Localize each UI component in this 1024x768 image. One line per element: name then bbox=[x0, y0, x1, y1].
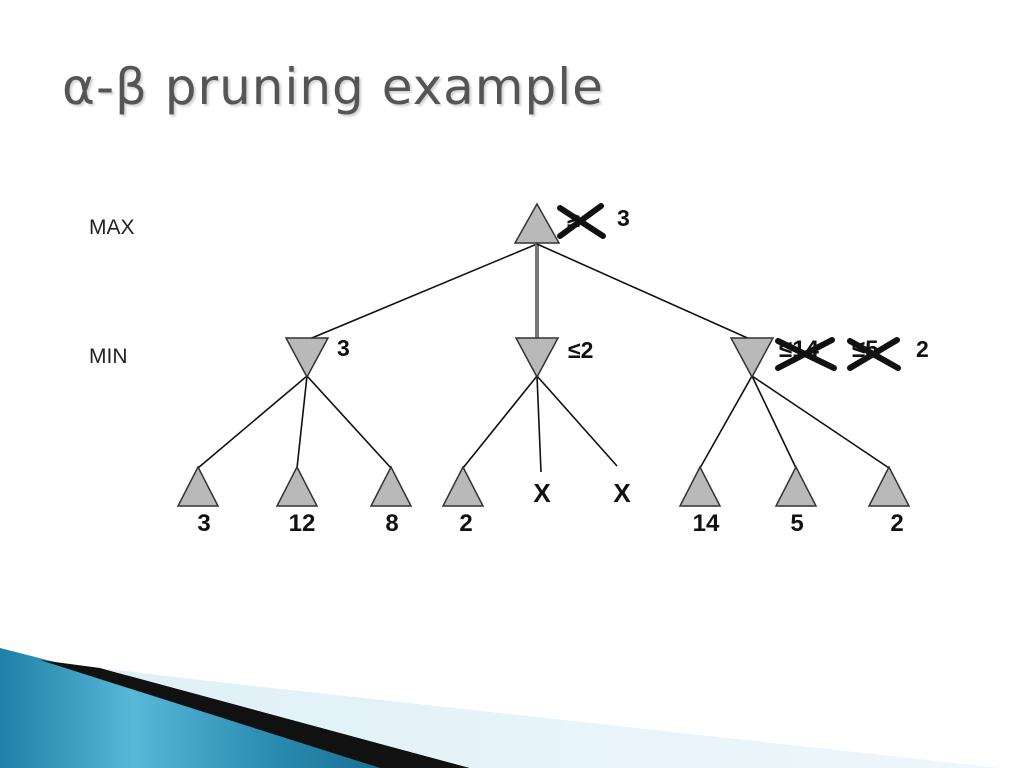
edge-min2-leaf2 bbox=[536, 375, 542, 473]
leaf-value: 12 bbox=[289, 510, 316, 537]
edge-min1-leaf2 bbox=[296, 375, 308, 469]
min-node-3-struck-bound-1: ≤14 bbox=[775, 336, 837, 371]
leaf-node-7 bbox=[678, 465, 722, 507]
edge-min3-leaf2 bbox=[751, 375, 797, 469]
leaf-value: 8 bbox=[385, 510, 398, 537]
edge-min3-leaf3 bbox=[751, 375, 890, 469]
leaf-value: 3 bbox=[197, 510, 210, 537]
strike-mark bbox=[557, 203, 604, 239]
leaf-value: 2 bbox=[459, 510, 472, 537]
max-level-label: MAX bbox=[89, 216, 135, 239]
leaf-node-3 bbox=[369, 465, 413, 507]
edge-min2-leaf1 bbox=[462, 375, 538, 469]
min-node-1-value: 3 bbox=[337, 335, 350, 361]
max-root-node bbox=[513, 202, 561, 244]
leaf-value: 14 bbox=[693, 510, 720, 537]
min-node-2 bbox=[514, 337, 560, 379]
root-value-label: 3 bbox=[617, 205, 630, 231]
pruned-leaf-marker: X bbox=[533, 478, 551, 508]
strike-mark bbox=[775, 337, 835, 371]
min-node-3 bbox=[729, 337, 775, 379]
edge-root-min1 bbox=[306, 243, 538, 341]
leaf-node-8 bbox=[774, 465, 818, 507]
edge-min2-leaf3 bbox=[536, 375, 618, 467]
min-node-3-value: 2 bbox=[916, 336, 929, 362]
leaf-node-2 bbox=[275, 465, 319, 507]
leaf-value: 2 bbox=[890, 510, 903, 537]
pruned-leaf-marker: X bbox=[613, 478, 631, 508]
leaf-node-9 bbox=[867, 465, 911, 507]
leaf-node-4 bbox=[441, 465, 485, 507]
min-node-3-struck-bound-2: ≤5 bbox=[847, 336, 901, 371]
min-node-1 bbox=[284, 337, 330, 379]
slide-title: α-β pruning example bbox=[62, 58, 604, 116]
edge-root-min3 bbox=[536, 243, 753, 341]
leaf-value: 5 bbox=[790, 510, 803, 537]
edge-min1-leaf1 bbox=[197, 375, 308, 469]
min-node-2-value: ≤2 bbox=[568, 337, 593, 363]
edge-min1-leaf3 bbox=[306, 375, 392, 469]
strike-mark bbox=[847, 337, 900, 371]
leaf-node-1 bbox=[176, 465, 220, 507]
edge-min3-leaf1 bbox=[699, 375, 753, 469]
root-struck-bound: ≥ bbox=[557, 203, 606, 239]
min-level-label: MIN bbox=[89, 345, 128, 368]
